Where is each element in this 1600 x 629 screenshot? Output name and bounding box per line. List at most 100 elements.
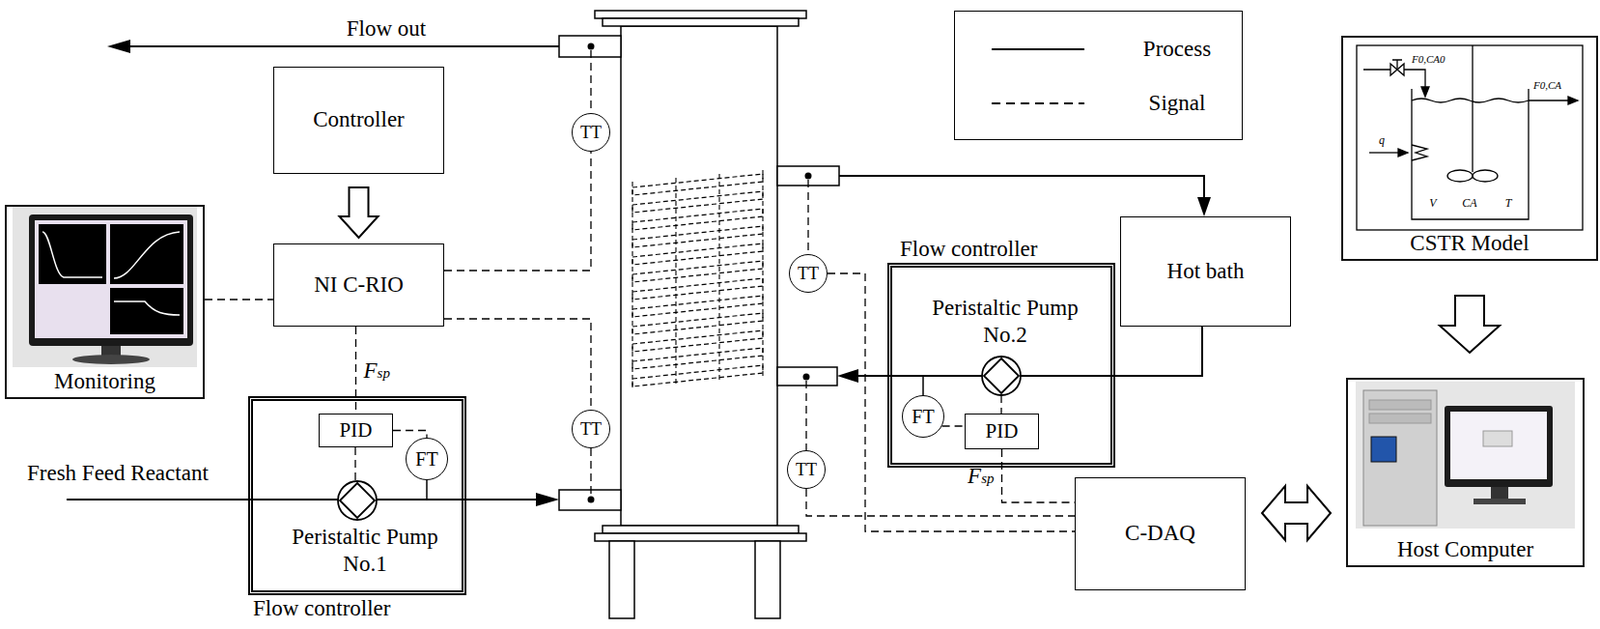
coil-turn: [632, 347, 763, 369]
signal-lead: [805, 380, 807, 450]
column-leg: [755, 540, 781, 618]
pump-diamond: [339, 482, 375, 518]
coil-turn: [632, 243, 763, 265]
signal-lead: [589, 448, 591, 496]
tank-wall: [1411, 88, 1529, 220]
process-lines: [66, 46, 1205, 500]
plot-curve: [113, 231, 180, 279]
monitor-frame: Monitoring: [4, 204, 205, 399]
column-body: [620, 26, 778, 526]
signal-line-path: [444, 151, 591, 271]
flange: [594, 533, 807, 541]
cstr-sketch: [1356, 45, 1583, 230]
plot-panel: [110, 224, 184, 284]
computer-frame: Host Computer: [1346, 377, 1585, 567]
nozzle: [559, 35, 621, 57]
temperature-transmitter: TT: [788, 253, 828, 293]
arrow-head: [1421, 86, 1430, 97]
node-text: C-DAQ: [1124, 520, 1196, 546]
arrow-head: [1568, 96, 1578, 105]
heating-coil: [632, 169, 763, 389]
signal-line-path: [942, 424, 965, 426]
flange: [602, 525, 799, 534]
signal-line: [806, 488, 1075, 516]
tap-dot: [588, 43, 595, 51]
crio-box: NI C-RIO: [273, 243, 445, 327]
stirrer-shaft: [1471, 45, 1473, 172]
monitor-stand: [1490, 486, 1509, 499]
coil-turn: [632, 173, 763, 196]
signal-line-path: [1002, 449, 1076, 503]
node-text: Controller: [312, 107, 405, 133]
photo-ground: [12, 206, 197, 367]
part-label: Peristaltic Pump No.2: [908, 294, 1102, 348]
coil-turn: [632, 278, 763, 300]
block-arrow-shape: [1262, 485, 1331, 540]
monitor-base: [72, 354, 150, 365]
pc-tower: [1363, 390, 1437, 526]
signal-line: [444, 151, 591, 271]
pump-diamond: [983, 358, 1019, 393]
coil-side: [632, 169, 763, 389]
pid-box: PID: [318, 413, 393, 448]
column-leg: [609, 540, 635, 618]
flow-out-line: [123, 45, 560, 48]
part-label: Flow out: [346, 15, 426, 43]
sensor-leads: [355, 50, 1002, 496]
node-text: PID: [339, 418, 373, 442]
front-display: [1371, 436, 1397, 462]
coil-return-line: [853, 326, 1203, 376]
node-text: Monitoring: [6, 368, 203, 394]
coil-turn: [632, 312, 763, 335]
feed-line: [66, 498, 541, 501]
coil-outlet-line: [839, 175, 1205, 201]
arrow-head: [1197, 196, 1211, 217]
coil-turn: [632, 330, 763, 352]
signal-line: [942, 425, 965, 427]
pid-box: PID: [964, 413, 1039, 450]
arrow-head: [107, 39, 131, 54]
monitor-screen: [34, 220, 188, 338]
monitor-bezel: [1444, 405, 1553, 487]
tap-dot: [588, 496, 595, 504]
drive-bay: [1369, 413, 1432, 423]
legend-box: ProcessSignal: [954, 10, 1243, 141]
impeller-blade: [1472, 169, 1498, 182]
tap-dot: [805, 172, 813, 180]
monitor-photo: [12, 206, 197, 367]
node-text: TT: [580, 122, 602, 143]
plot-panel: [38, 224, 107, 284]
legend-line: [991, 48, 1085, 51]
temperature-transmitter: TT: [571, 112, 611, 152]
signal-line: [392, 430, 427, 439]
signal-line-path: [392, 430, 427, 439]
coil-turn: [632, 191, 763, 213]
impeller-blade: [1447, 169, 1473, 182]
part-label: Fresh Feed Reactant: [27, 459, 209, 487]
computer-photo: [1355, 381, 1575, 529]
node-text: TT: [795, 459, 817, 480]
sketch-label: q: [1378, 133, 1385, 147]
pump-symbol: [982, 356, 1021, 395]
block-arrow-shape: [1439, 295, 1500, 353]
signal-line-path: [204, 298, 274, 300]
nozzle: [777, 366, 838, 386]
liquid-surface: [1411, 98, 1529, 103]
pump-symbols: [337, 356, 1021, 520]
sketch-label: V: [1429, 196, 1436, 210]
sketch-label: F0,CA0: [1411, 53, 1446, 66]
signal-lead: [589, 50, 591, 113]
flow-controller-box: Flow controllerPIDFT: [887, 262, 1116, 468]
sensor-tap: [922, 375, 925, 395]
screen-window: [1483, 430, 1513, 447]
reactor-column: [594, 10, 807, 618]
coil-turn: [632, 364, 763, 387]
valve-stem: [1392, 59, 1403, 70]
nozzles: [559, 35, 840, 510]
legend-text: Process: [1128, 36, 1226, 62]
arrow-heads: [107, 39, 1211, 506]
nozzle: [559, 489, 621, 510]
sensor-tap: [425, 479, 428, 500]
